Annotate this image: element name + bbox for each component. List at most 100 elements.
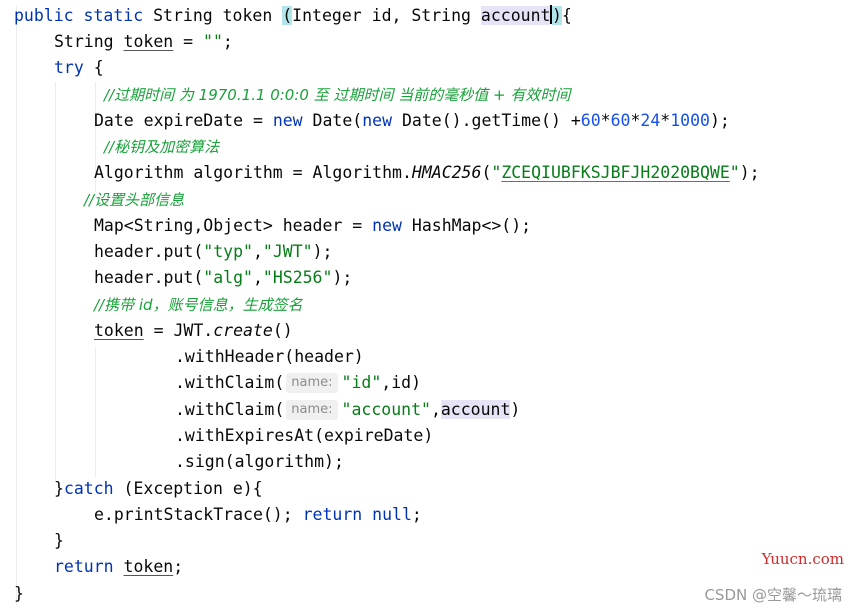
keyword-catch: catch (63, 479, 114, 498)
method-call: HMAC256 (411, 163, 482, 182)
code-text: ); (739, 163, 760, 182)
comment: //设置头部信息 (84, 191, 185, 209)
param-account: account (480, 6, 551, 25)
code-line-21[interactable]: } (54, 528, 64, 554)
parameter-hint: name: (286, 400, 338, 420)
indent-guide (95, 347, 96, 477)
number: 60 (580, 111, 601, 130)
code-text: header.put( (94, 268, 204, 287)
return-type: String (153, 6, 213, 25)
code-line-13[interactable]: token = JWT.create() (94, 318, 293, 344)
number: 60 (610, 111, 631, 130)
code-text: e.printStackTrace(); (94, 505, 303, 524)
code-text: = JWT. (143, 321, 214, 340)
code-line-23[interactable]: } (14, 581, 24, 607)
code-line-11[interactable]: header.put("alg","HS256"); (94, 265, 352, 291)
keyword-new: new (372, 216, 402, 235)
code-text: Map<String,Object> header = (94, 216, 373, 235)
keyword: public static (14, 6, 144, 25)
code-line-14[interactable]: .withHeader(header) (175, 344, 364, 370)
code-text: header.put( (94, 242, 204, 261)
code-line-20[interactable]: e.printStackTrace(); return null; (94, 502, 422, 528)
comma: , (252, 268, 263, 287)
string-quote: " (491, 163, 502, 182)
comment: //携带 id，账号信息，生成签名 (94, 296, 303, 314)
indent-guide (16, 6, 17, 606)
string-literal: "alg" (203, 268, 253, 287)
keyword-return: return (302, 505, 363, 524)
site-watermark: Yuucn.com (761, 550, 844, 568)
semicolon: ; (411, 505, 422, 524)
close-paren-match: ) (551, 6, 562, 25)
string-quote: " (729, 163, 740, 182)
string-literal: "account" (341, 400, 431, 419)
code-text: ) (510, 400, 521, 419)
code-line-3[interactable]: try { (54, 55, 104, 81)
open-paren-match: ( (282, 6, 293, 25)
param-list: Integer id, String (292, 6, 481, 25)
string-literal: "HS256" (262, 268, 333, 287)
op: * (600, 111, 611, 130)
code-text: ); (709, 111, 730, 130)
code-line-12[interactable]: //携带 id，账号信息，生成签名 (94, 292, 303, 318)
code-text: ); (332, 268, 353, 287)
code-text: () (272, 321, 293, 340)
string-literal: "" (203, 32, 223, 51)
code-line-2[interactable]: String token = ""; (54, 29, 233, 55)
op: * (630, 111, 641, 130)
code-text: HashMap<>(); (401, 216, 532, 235)
code-text: ( (481, 163, 492, 182)
code-line-18[interactable]: .sign(algorithm); (175, 449, 344, 475)
code-line-16[interactable]: .withClaim(name:"account",account) (175, 397, 520, 423)
method-call: create (213, 321, 273, 340)
space (362, 505, 372, 524)
code-text: .withExpiresAt(expireDate) (175, 426, 434, 445)
string-literal: ZCEQIUBFKSJBFJH2020BQWE (501, 163, 730, 182)
number: 1000 (670, 111, 710, 130)
indent-guide (55, 82, 56, 482)
csdn-watermark: CSDN @空馨～琉璃 (704, 586, 842, 604)
keyword-new: new (362, 111, 393, 130)
code-line-15[interactable]: .withClaim(name:"id",id) (175, 370, 421, 396)
variable-token: token (123, 32, 174, 51)
code-line-19[interactable]: }catch (Exception e){ (54, 476, 263, 502)
keyword-null: null (372, 505, 412, 524)
keyword-return: return (54, 557, 114, 576)
comma: , (252, 242, 263, 261)
keyword-new: new (272, 111, 303, 130)
code-line-17[interactable]: .withExpiresAt(expireDate) (175, 423, 433, 449)
code-line-22[interactable]: return token; (54, 554, 183, 580)
brace: { (83, 58, 104, 77)
brace: } (54, 479, 64, 498)
code-text: ,id) (381, 373, 422, 392)
code-line-1[interactable]: public static String token (Integer id, … (14, 3, 572, 29)
code-line-9[interactable]: Map<String,Object> header = new HashMap<… (94, 213, 531, 239)
code-line-6[interactable]: //秘钥及加密算法 (104, 134, 219, 160)
comment: //秘钥及加密算法 (104, 138, 220, 156)
variable-token: token (94, 321, 144, 340)
code-text: .withHeader(header) (175, 347, 364, 366)
code-line-10[interactable]: header.put("typ","JWT"); (94, 239, 332, 265)
brace: } (54, 531, 64, 550)
code-line-7[interactable]: Algorithm algorithm = Algorithm.HMAC256(… (94, 160, 760, 186)
code-text: ); (312, 242, 333, 261)
string-literal: "typ" (203, 242, 253, 261)
code-text: Date().getTime() + (392, 111, 581, 130)
brace: { (561, 6, 572, 25)
text-cursor (550, 5, 552, 24)
number: 24 (640, 111, 661, 130)
method-name: token (222, 6, 273, 25)
code-line-5[interactable]: Date expireDate = new Date(new Date().ge… (94, 108, 730, 134)
variable-token: token (123, 557, 174, 576)
type: String (54, 32, 124, 51)
space (114, 557, 124, 576)
brace: } (14, 584, 24, 603)
code-text: .withClaim( (175, 373, 285, 392)
code-line-8[interactable]: //设置头部信息 (84, 187, 184, 213)
code-line-4[interactable]: //过期时间 为 1970.1.1 0:0:0 至 过期时间 当前的毫秒值 + … (104, 82, 570, 108)
semicolon: ; (173, 557, 184, 576)
op: * (660, 111, 671, 130)
string-literal: "JWT" (262, 242, 313, 261)
indent-guide (95, 82, 96, 192)
